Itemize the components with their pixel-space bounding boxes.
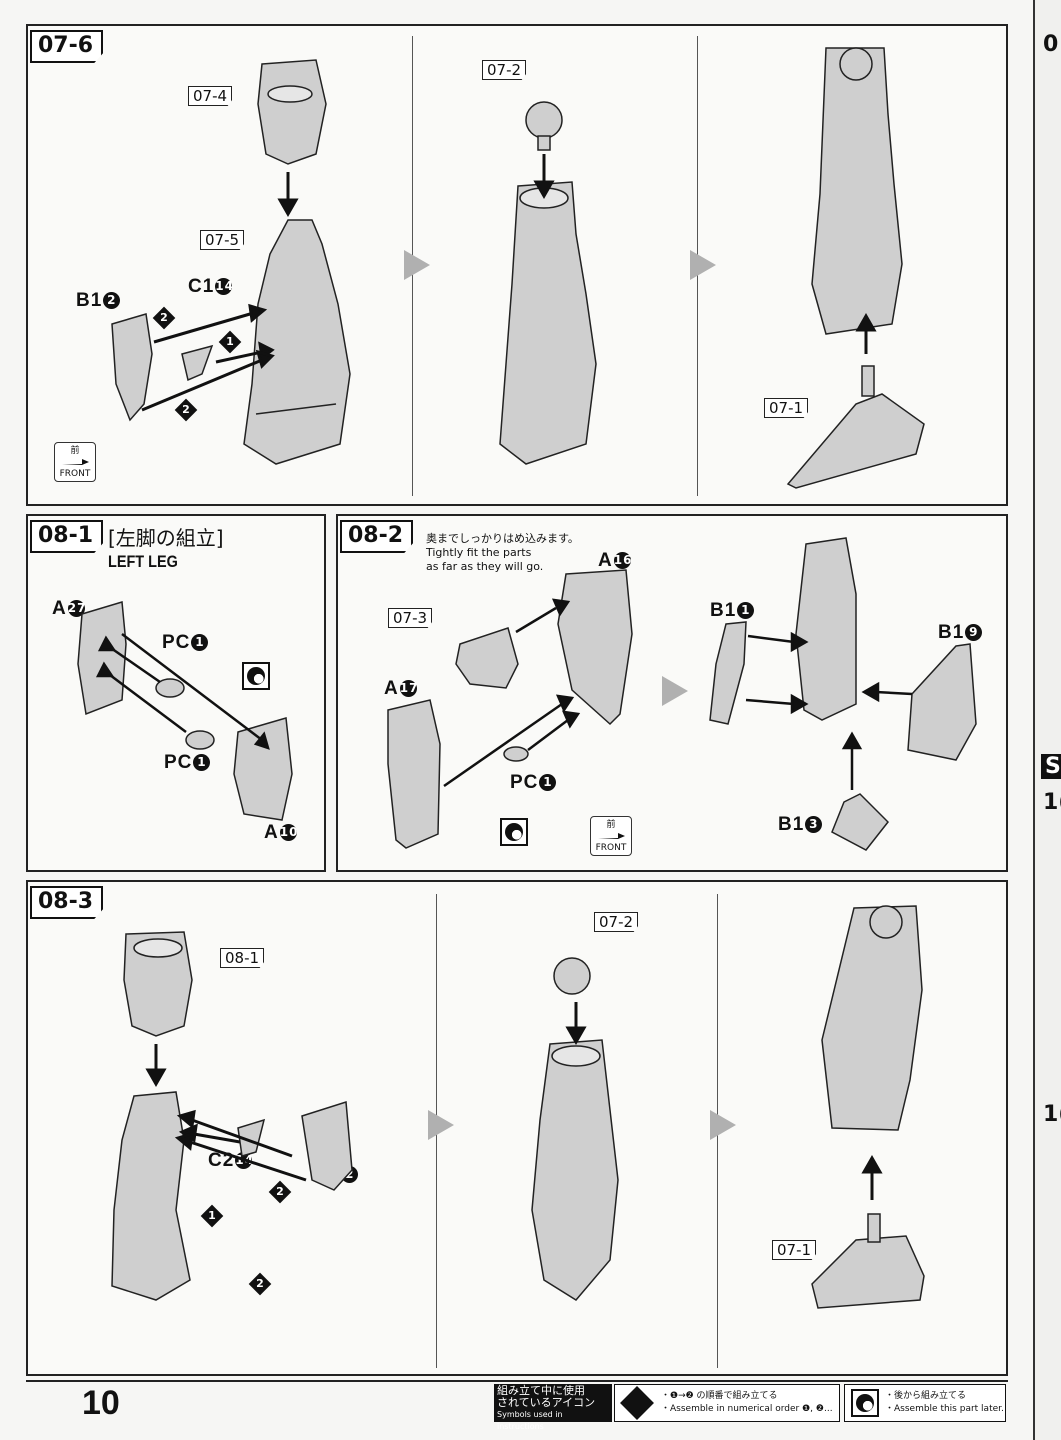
bleed-label: 1(	[1043, 790, 1061, 815]
front-arrow-icon	[62, 459, 89, 465]
next-step-arrow	[404, 250, 430, 280]
part-label-a-16: A16	[598, 550, 633, 571]
next-step-arrow	[662, 676, 688, 706]
front-direction-badge: 前 FRONT	[54, 442, 96, 482]
step-tag-08-2: 08-2	[340, 520, 414, 553]
step-tag-07-6: 07-6	[30, 30, 104, 63]
legend-later-en: ・Assemble this part later.	[885, 1404, 1004, 1414]
bleed-label: 1(	[1043, 1102, 1061, 1127]
next-step-arrow	[690, 250, 716, 280]
front-arrow-icon	[598, 833, 625, 839]
ref-label-07-1: 07-1	[772, 1240, 817, 1260]
step-tag-08-3: 08-3	[30, 886, 104, 919]
next-step-arrow	[428, 1110, 454, 1140]
ref-label-07-5: 07-5	[200, 230, 245, 250]
order-icon	[620, 1386, 654, 1420]
ref-label-07-2: 07-2	[594, 912, 639, 932]
ref-label-07-3: 07-3	[388, 608, 433, 628]
legend-order-jp: ・❶→❷ の順番で組み立てる	[661, 1391, 778, 1401]
fit-instruction-note: 奥までしっかりはめ込みます。 Tightly fit the parts as …	[426, 532, 579, 573]
legend-later-jp: ・後から組み立てる	[885, 1391, 967, 1401]
legend-order-box: ・❶→❷ の順番で組み立てる ・Assemble in numerical or…	[614, 1384, 840, 1422]
ref-label-07-2: 07-2	[482, 60, 527, 80]
part-label-c1-14: C114	[188, 276, 234, 297]
assemble-later-icon	[242, 662, 270, 690]
front-direction-badge: 前 FRONT	[590, 816, 632, 856]
legend-later-box: ・後から組み立てる ・Assemble this part later.	[844, 1384, 1006, 1422]
legend-title: 組み立て中に使用 されているアイコン Symbols used in instr…	[494, 1384, 612, 1431]
legend-order-en: ・Assemble in numerical order ❶, ❷...	[661, 1404, 833, 1414]
step-title-jp: [左脚の組立]	[108, 526, 224, 550]
bleed-label: ST	[1041, 754, 1061, 779]
part-label-a-27: A27	[52, 598, 87, 619]
step-07-6-illustration	[111, 47, 925, 489]
ref-label-07-4: 07-4	[188, 86, 233, 106]
step-title-en: LEFT LEG	[108, 552, 178, 571]
step-tag-08-1: 08-1	[30, 520, 104, 553]
assemble-later-icon	[851, 1389, 879, 1417]
assemble-later-icon	[500, 818, 528, 846]
step-08-2-illustration	[387, 537, 977, 851]
part-label-a-17: A17	[384, 678, 419, 699]
step-08-3-illustration	[111, 905, 925, 1309]
ref-label-08-1: 08-1	[220, 948, 265, 968]
part-label-a-10: A10	[264, 822, 299, 843]
ref-label-07-1: 07-1	[764, 398, 809, 418]
bleed-label: 0	[1043, 32, 1059, 57]
next-step-arrow	[710, 1110, 736, 1140]
page-number: 10	[82, 1384, 120, 1422]
adjacent-page-edge: 0 ST 1( 1(	[1033, 0, 1061, 1440]
footer-rule	[26, 1380, 1008, 1382]
step-08-1-illustration	[77, 601, 293, 821]
